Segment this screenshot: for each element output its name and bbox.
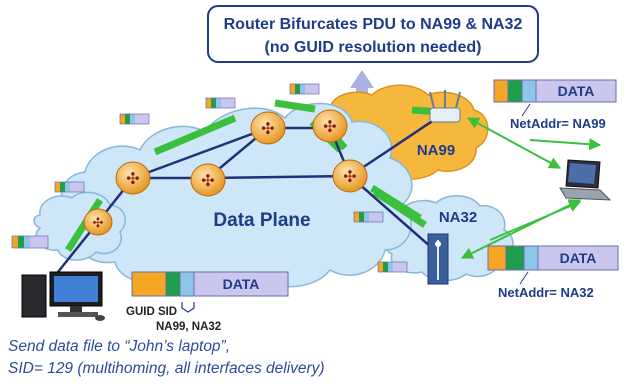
- callout-line-1: Router Bifurcates PDU to NA99 & NA32: [224, 16, 523, 33]
- caption-line-1: Send data file to “John’s laptop”,: [8, 338, 231, 355]
- callout-box: Router Bifurcates PDU to NA99 & NA32 (no…: [207, 5, 539, 63]
- na32-netaddr-label: NetAddr= NA32: [498, 285, 594, 300]
- desktop-computer-icon: [21, 271, 105, 321]
- data-plane-cloud: [60, 102, 413, 289]
- cell-tower-icon: [427, 233, 449, 285]
- router-2: ✣: [190, 163, 226, 197]
- na99-label: NA99: [417, 142, 455, 159]
- source-packet-data-label: DATA: [223, 276, 260, 292]
- data-plane-label: Data Plane: [213, 210, 310, 231]
- packet-mini-2: [11, 235, 49, 249]
- packet-mini-6: [353, 211, 384, 223]
- svg-text:✣: ✣: [343, 169, 356, 186]
- na99-packet-data-label: DATA: [558, 83, 595, 99]
- svg-text:✣: ✣: [261, 121, 274, 138]
- guid-sid-label: GUID SID: [126, 306, 177, 318]
- na32-label: NA32: [439, 209, 477, 226]
- packet-mini-3: [119, 113, 150, 125]
- laptop-icon: [559, 159, 612, 201]
- wifi-access-point-icon: [429, 90, 461, 123]
- green-delivery-arrows: [460, 117, 602, 259]
- svg-text:✣: ✣: [201, 173, 214, 190]
- router-3: ✣: [250, 111, 286, 145]
- router-1: ✣: [115, 161, 151, 195]
- caption-line-2: SID= 129 (multihoming, all interfaces de…: [8, 360, 325, 377]
- na99-packet: DATA: [493, 79, 617, 103]
- sid-brace: [181, 302, 195, 313]
- packet-mini-5: [289, 83, 320, 95]
- packet-mini-1: [54, 181, 85, 193]
- source-packet: DATA: [131, 271, 289, 297]
- na32-packet-data-label: DATA: [560, 250, 597, 266]
- na99-pointer: [521, 103, 531, 117]
- na32-packet: DATA: [487, 245, 619, 271]
- router-6: ✣: [83, 208, 113, 236]
- na99-netaddr-label: NetAddr= NA99: [510, 116, 606, 131]
- router-4: ✣: [312, 109, 348, 143]
- svg-text:✣: ✣: [126, 171, 139, 188]
- na32-pointer: [519, 271, 529, 285]
- svg-text:✣: ✣: [323, 119, 336, 136]
- router-5: ✣: [332, 159, 368, 193]
- svg-text:✣: ✣: [93, 215, 104, 230]
- sid-targets-label: NA99, NA32: [156, 321, 221, 333]
- callout-line-2: (no GUID resolution needed): [265, 39, 482, 56]
- packet-mini-4: [205, 97, 236, 109]
- packet-mini-7: [377, 261, 408, 273]
